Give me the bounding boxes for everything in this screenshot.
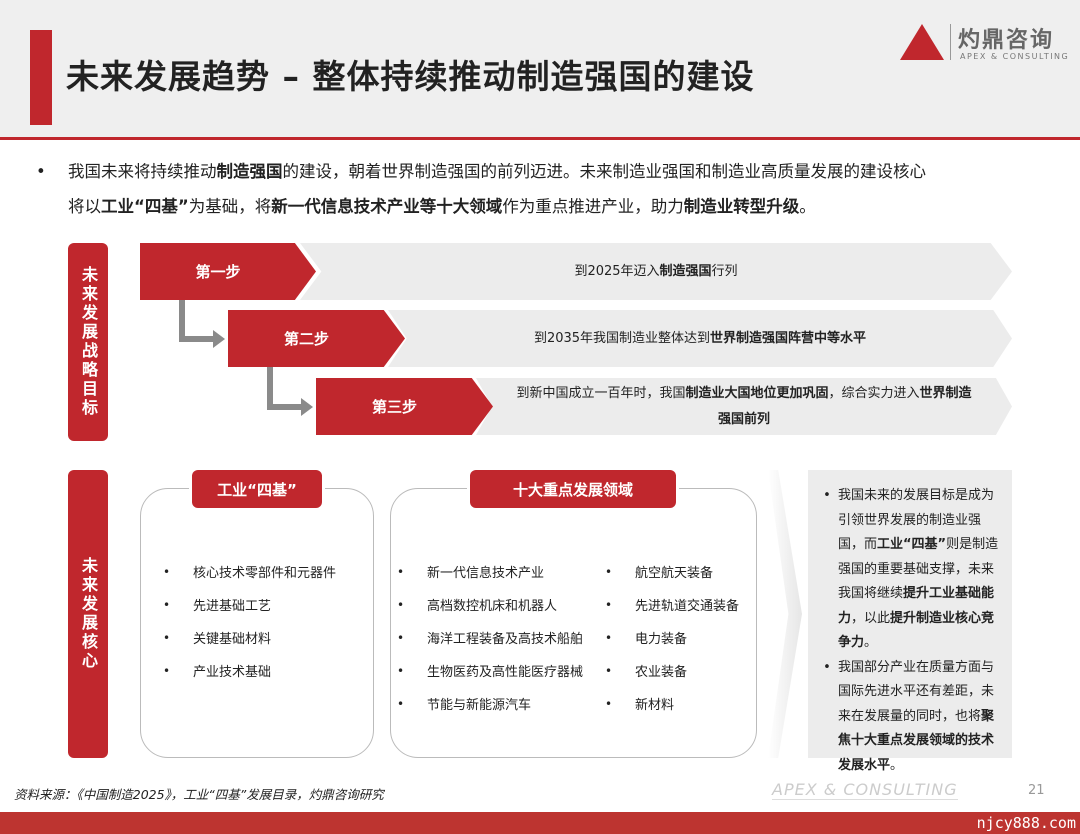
text: 到新中国成立一百年时，我国 xyxy=(516,385,686,401)
emphasis-text: 世界制造强国前列 xyxy=(717,385,972,427)
emphasis-text: 制造业转型升级 xyxy=(683,197,800,216)
text: ，综合实力进入 xyxy=(828,385,920,401)
list-item: •新材料 xyxy=(605,696,675,714)
list-item: •先进轨道交通装备 xyxy=(605,597,740,615)
step-1-description: 到2025年迈入制造强国行列 xyxy=(300,243,1012,300)
ten-fields-col-1: •新一代信息技术产业 •高档数控机床和机器人 •海洋工程装备及高技术船舶 •生物… xyxy=(397,555,583,720)
emphasis-text: 工业“四基” xyxy=(877,537,947,552)
list-item: •高档数控机床和机器人 xyxy=(397,597,558,615)
logo-text-en: APEX & CONSULTING xyxy=(960,52,1070,61)
connector-arrow-icon xyxy=(213,330,225,348)
intro-line-1: • 我国未来将持续推动制造强国的建设，朝着世界制造强国的前列迈进。未来制造业强国和… xyxy=(36,154,1056,189)
source-note: 资料来源：《中国制造2025》，工业“四基”发展目录，灼鼎咨询研究 xyxy=(14,787,384,802)
emphasis-text: 制造强国 xyxy=(216,162,283,181)
list-item: •生物医药及高性能医疗器械 xyxy=(397,663,584,681)
ten-fields-title: 十大重点发展领域 xyxy=(470,470,676,508)
watermark: njcy888.com xyxy=(976,814,1076,832)
logo-divider xyxy=(950,24,951,60)
emphasis-text: 聚焦十大重点发展领域的技术发展水平 xyxy=(838,708,995,773)
emphasis-text: 制造强国 xyxy=(659,263,712,279)
text: 将以 xyxy=(68,197,101,216)
core-label: 未来发展核心 xyxy=(68,470,108,758)
emphasis-text: 新一代信息技术产业等十大领域 xyxy=(271,197,503,216)
logo: 灼鼎咨询 APEX & CONSULTING xyxy=(900,22,1070,66)
intro-text: 我国未来将持续推动制造强国的建设，朝着世界制造强国的前列迈进。未来制造业强国和制… xyxy=(68,162,926,181)
logo-triangle-icon xyxy=(900,24,944,60)
text: 到2035年我国制造业整体达到 xyxy=(533,330,711,346)
ten-fields-box: •新一代信息技术产业 •高档数控机床和机器人 •海洋工程装备及高技术船舶 •生物… xyxy=(390,488,757,758)
emphasis-text: 提升工业基础能力 xyxy=(838,586,995,626)
step-2-arrow: 第二步 xyxy=(228,310,405,367)
step-3-arrow: 第三步 xyxy=(316,378,493,435)
header xyxy=(0,0,1080,140)
four-bases-box: •核心技术零部件和元器件 •先进基础工艺 •关键基础材料 •产业技术基础 xyxy=(140,488,374,758)
text: 为基础，将 xyxy=(188,197,272,216)
ten-fields-col-2: •航空航天装备 •先进轨道交通装备 •电力装备 •农业装备 •新材料 xyxy=(605,555,739,720)
chevron-right-icon xyxy=(768,470,802,758)
text: 到2025年迈入 xyxy=(574,263,660,279)
step-3-description: 到新中国成立一百年时，我国制造业大国地位更加巩固，综合实力进入世界制造强国前列 xyxy=(476,378,1012,435)
page-title: 未来发展趋势 – 整体持续推动制造强国的建设 xyxy=(66,57,755,96)
text: 。 xyxy=(864,635,878,650)
list-item: •先进基础工艺 xyxy=(163,597,272,615)
emphasis-text: 工业“四基” xyxy=(101,197,189,216)
emphasis-text: 世界制造强国阵营中等水平 xyxy=(710,330,867,346)
list-item: •航空航天装备 xyxy=(605,564,714,582)
emphasis-text: 提升制造业核心竞争力 xyxy=(838,610,995,651)
text: 我国未来将持续推动 xyxy=(68,162,217,181)
text: ，以此 xyxy=(851,610,891,626)
intro-line-2: 将以工业“四基”为基础，将新一代信息技术产业等十大领域作为重点推进产业，助力制造… xyxy=(68,189,1080,224)
text: 行列 xyxy=(711,263,738,279)
list-item: •农业装备 xyxy=(605,663,688,681)
summary-panel: •我国未来的发展目标是成为引领世界发展的制造业强国，而工业“四基”则是制造强国的… xyxy=(808,470,1012,773)
list-item: •电力装备 xyxy=(605,630,688,648)
text: 的建设，朝着世界制造强国的前列迈进。未来制造业强国和制造业高质量发展的建设核心 xyxy=(282,162,927,181)
footer-logo: APEX & CONSULTING xyxy=(772,780,958,800)
list-item: •海洋工程装备及高技术船舶 xyxy=(397,630,584,648)
text: 我国未来的发展目标是成为引领世界发展的制造业强国，而 xyxy=(838,488,995,552)
step-1-arrow: 第一步 xyxy=(140,243,316,300)
strategy-label: 未来发展战略目标 xyxy=(68,243,108,441)
summary-item: •我国部分产业在质量方面与国际先进水平还有差距，未来在发展量的同时，也将聚焦十大… xyxy=(823,659,995,773)
logo-text-cn: 灼鼎咨询 xyxy=(958,28,1055,53)
summary-item: •我国未来的发展目标是成为引领世界发展的制造业强国，而工业“四基”则是制造强国的… xyxy=(823,488,999,651)
text: 则是制造强国的重要基础支撑，未来我国将继续 xyxy=(838,537,999,601)
connector-2 xyxy=(267,367,301,410)
text: 。 xyxy=(799,197,816,216)
emphasis-text: 制造业大国地位更加巩固 xyxy=(685,385,829,401)
list-item: •新一代信息技术产业 xyxy=(397,564,545,582)
title-accent-bar xyxy=(30,30,52,125)
list-item: •关键基础材料 xyxy=(163,630,272,648)
text: 我国部分产业在质量方面与国际先进水平还有差距，未来在发展量的同时，也将 xyxy=(838,659,995,724)
bullet: • xyxy=(36,162,46,181)
intro-text: 将以工业“四基”为基础，将新一代信息技术产业等十大领域作为重点推进产业，助力制造… xyxy=(68,197,816,216)
footer-bar xyxy=(0,812,1080,834)
list-item: •核心技术零部件和元器件 xyxy=(163,564,337,582)
text: 作为重点推进产业，助力 xyxy=(502,197,684,216)
list-item: •产业技术基础 xyxy=(163,663,272,681)
connector-arrow-icon xyxy=(301,398,313,416)
four-bases-list: •核心技术零部件和元器件 •先进基础工艺 •关键基础材料 •产业技术基础 xyxy=(163,555,336,687)
connector-1 xyxy=(179,300,213,342)
step-2-description: 到2035年我国制造业整体达到世界制造强国阵营中等水平 xyxy=(388,310,1012,367)
list-item: •节能与新能源汽车 xyxy=(397,696,532,714)
four-bases-title: 工业“四基” xyxy=(192,470,322,508)
text: 。 xyxy=(890,757,904,773)
page-number: 21 xyxy=(1028,783,1045,798)
